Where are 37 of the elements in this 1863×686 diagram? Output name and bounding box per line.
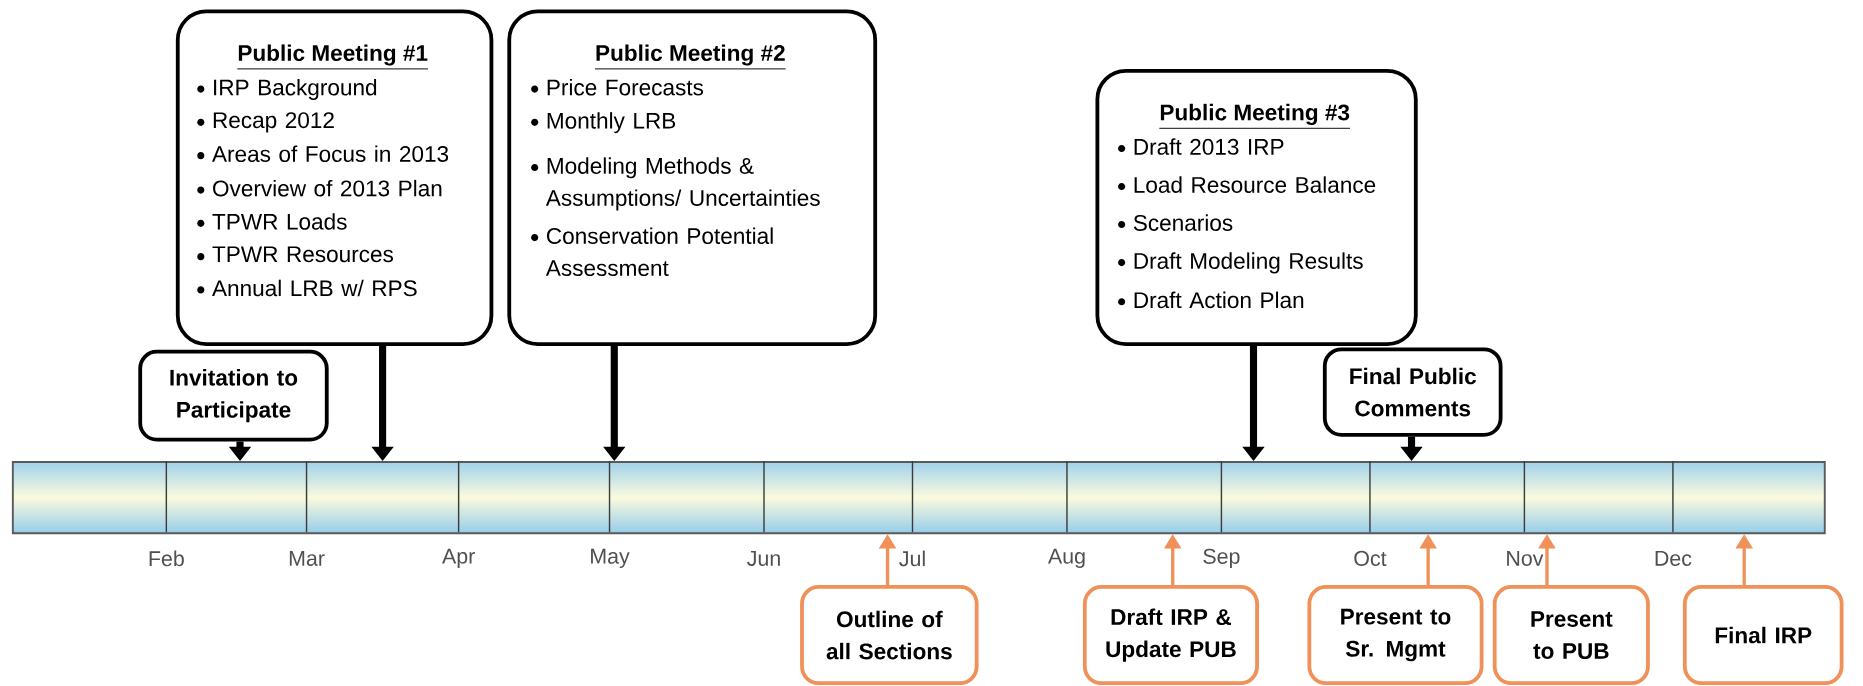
- meeting-box: [1095, 69, 1418, 347]
- callout-box: Invitation to Participate: [138, 350, 329, 442]
- meeting-box: [175, 9, 494, 347]
- month-label: Sep: [1203, 548, 1240, 569]
- bullet-item: Load Resource Balance: [1134, 176, 1376, 194]
- milestone-box: Final IRP: [1682, 585, 1844, 686]
- bullet-item: IRP Background: [214, 79, 377, 101]
- box-heading: Public Meeting #2: [594, 44, 787, 70]
- bullet-item: Areas of Focus in 2013: [212, 145, 449, 163]
- bullet-item: Draft 2013 IRP: [1134, 138, 1284, 156]
- bullet-item: Conservation Potential Assessment: [545, 227, 773, 277]
- timeline-bar: [11, 461, 1826, 535]
- bullet-item: Overview of 2013 Plan: [213, 180, 442, 197]
- bullet-item: Draft Modeling Results: [1134, 252, 1363, 274]
- month-label: Jun: [747, 551, 780, 567]
- month-label: Jul: [899, 550, 925, 567]
- bullet-item: Scenarios: [1133, 214, 1233, 232]
- bullet-item: TPWR Loads: [212, 213, 347, 230]
- bullet-item: Annual LRB w/ RPS: [212, 279, 417, 297]
- box-heading: Public Meeting #3: [1158, 104, 1351, 129]
- bullet-item: Recap 2012: [213, 112, 334, 133]
- callout-box: Final Public Comments: [1322, 347, 1503, 437]
- month-label: Dec: [1655, 551, 1692, 567]
- bullet-item: TPWR Resources: [212, 246, 393, 263]
- bullet-item: Draft Action Plan: [1134, 291, 1304, 309]
- bullet-item: Modeling Methods & Assumptions/ Uncertainties: [545, 157, 820, 211]
- bullet-item: Price Forecasts: [547, 79, 704, 96]
- month-label: Aug: [1047, 549, 1085, 569]
- meeting-box: [507, 9, 878, 347]
- milestone-box: Draft IRP & Update PUB: [1082, 585, 1259, 686]
- box-heading: Public Meeting #1: [236, 44, 429, 70]
- month-label: Oct: [1354, 551, 1387, 567]
- milestone-box: Present to PUB: [1492, 585, 1650, 686]
- milestone-box: Outline of all Sections: [800, 585, 979, 686]
- milestone-box: Present to Sr. Mgmt: [1307, 585, 1484, 686]
- month-label: Nov: [1507, 551, 1544, 567]
- bullet-item: Monthly LRB: [547, 112, 676, 134]
